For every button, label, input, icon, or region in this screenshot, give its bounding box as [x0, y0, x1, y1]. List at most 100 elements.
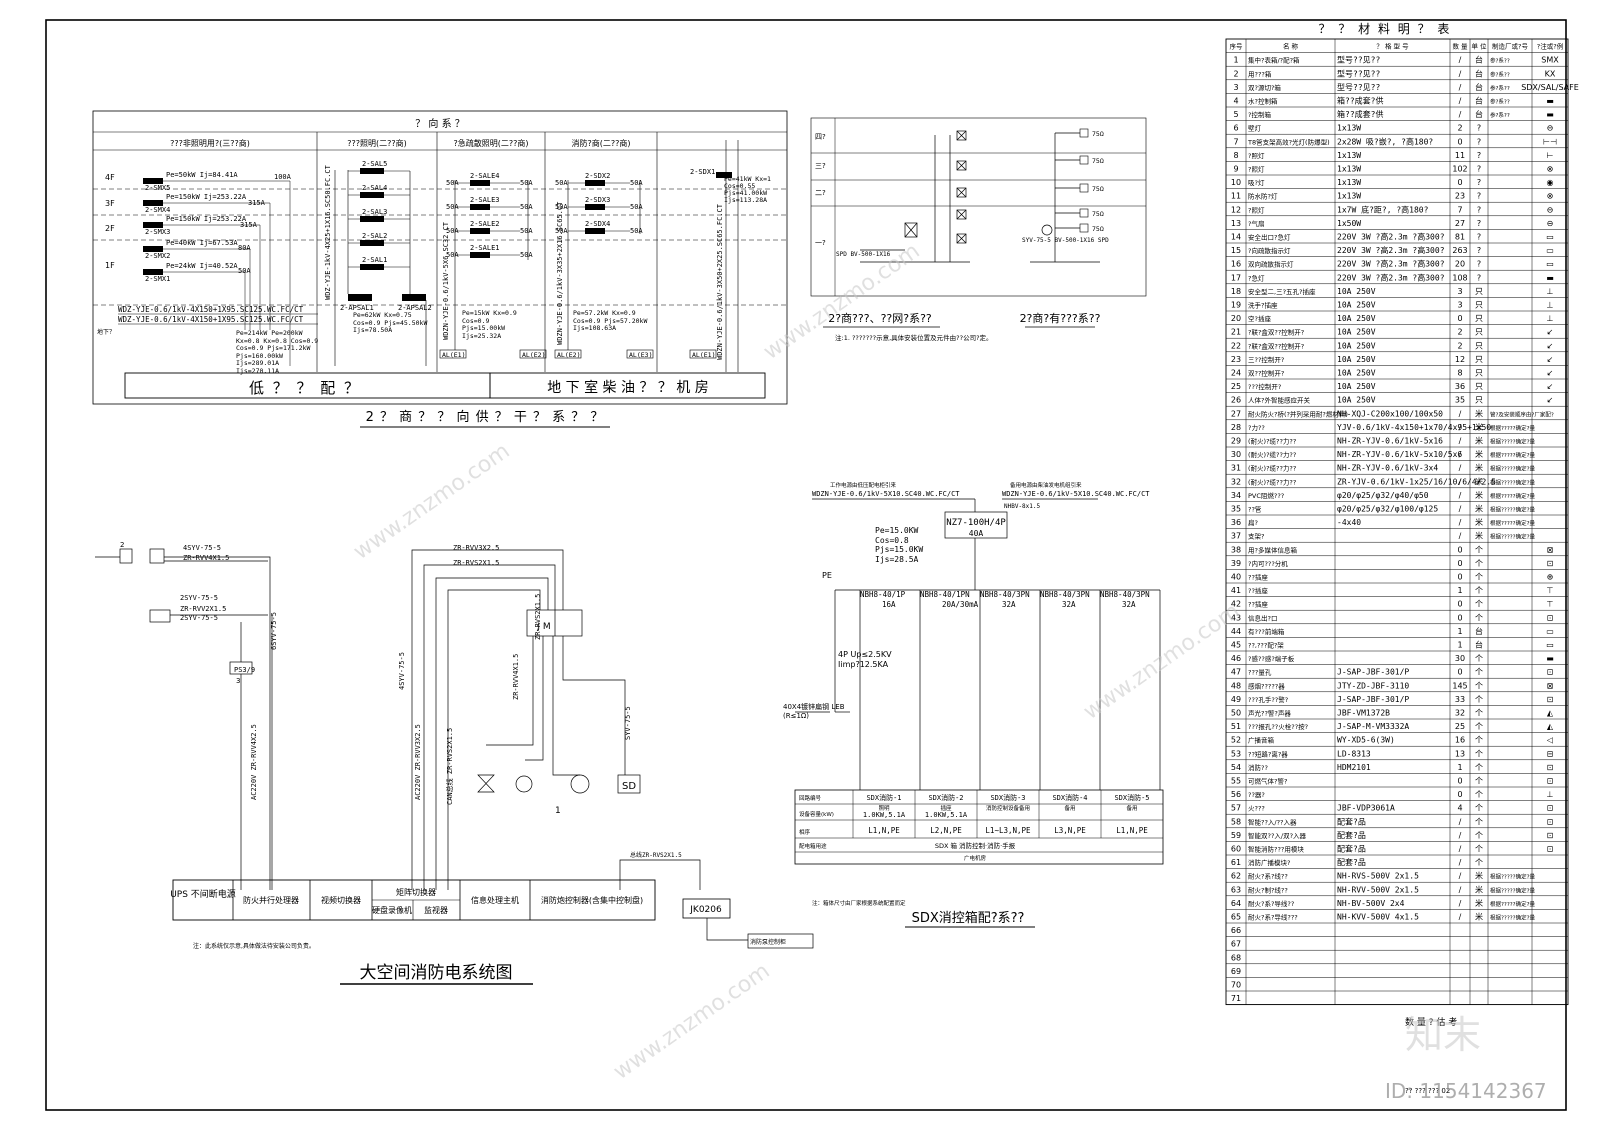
bom-cell: ?感??感?端子板	[1248, 654, 1295, 663]
bom-cell: LD-8313	[1337, 749, 1371, 758]
bom-cell: 102	[1452, 165, 1467, 174]
spd-left: SPD BV-500-1X16	[836, 251, 891, 258]
riser-tag: AL(E1)	[692, 351, 715, 359]
bom-cell: ▬	[1546, 654, 1554, 663]
bom-cell: ?	[1477, 151, 1481, 160]
bom-cell: ⊥	[1547, 301, 1554, 310]
bom-cell: φ20/φ25/φ32/φ100/φ125	[1337, 505, 1438, 514]
bom-cell: ▭	[1546, 627, 1554, 636]
bom-cell: /	[1459, 845, 1462, 854]
sdx-phase: L2,N,PE	[930, 826, 962, 835]
bom-cell: 管?及安装顺序由?厂家配?	[1490, 410, 1554, 418]
watermark-site-3: www.znzmo.com	[1079, 599, 1244, 725]
sdx-use: 照明	[878, 805, 890, 812]
bom-cell: 2	[1457, 341, 1462, 350]
bom-cell: ??,???配?架	[1248, 642, 1284, 650]
bom-cell: ⊡	[1547, 559, 1554, 568]
smx2-breaker: 80A	[238, 244, 251, 252]
bom-cell: 根据?????确定?量	[1490, 533, 1536, 541]
bom-cell: 只	[1475, 301, 1483, 310]
bom-cell: ⊢	[1547, 151, 1554, 160]
bom-cell: 220V 3W ?高2.3m ?高300?	[1337, 232, 1445, 242]
num-1: 1	[555, 806, 561, 816]
bom-cell: 108	[1452, 273, 1467, 282]
bom-cell: ▬	[1546, 97, 1554, 106]
sdx-breaker-in: 50A	[555, 179, 568, 187]
bom-cell: ?	[1477, 137, 1481, 146]
bom-cell: ▭	[1546, 260, 1554, 269]
fire-cable-label: 4SYV-75-5	[183, 544, 221, 552]
bom-cell: /	[1459, 831, 1462, 840]
bom-cell: 11	[1455, 151, 1465, 160]
weak-note: 注:1. ???????示意,具体安装位置及元件由??公司?定。	[835, 333, 993, 342]
bom-cell: JTY-ZD-JBF-3110	[1337, 681, 1409, 690]
jk-cable: 总线ZR-RVS2X1.5	[630, 851, 682, 859]
sdx-breaker-model: NBH8-40/1P	[860, 590, 906, 599]
sdx-breaker-rating: 16A	[882, 600, 896, 609]
bom-cell: 用?多媒体信息箱	[1248, 545, 1297, 554]
sdx-table-rowhead: 回路编号	[799, 794, 822, 802]
bom-cell: 10	[1231, 178, 1241, 187]
bom-cell: 20	[1231, 314, 1241, 323]
sdx-caption: SDX消控箱配?系??	[912, 910, 1025, 926]
bom-cell: 安全型二,三?五孔?插座	[1248, 287, 1316, 296]
sdx-breaker-rating: 32A	[1122, 600, 1136, 609]
bom-cell: 个	[1475, 600, 1483, 609]
bom-cell: ?	[1477, 205, 1481, 214]
riser-caption: 2 ？ 商 ？ ？ 向 供 ？ 干 ？ 系 ？ ？	[366, 409, 605, 425]
bom-cell: 61	[1231, 858, 1241, 867]
sdx-box	[585, 204, 605, 210]
bom-cell: 49	[1231, 695, 1241, 704]
fire-cable-label: ZR-RVV4X1.5	[183, 554, 229, 562]
bom-cell: ??插座	[1248, 600, 1268, 609]
sale-box	[470, 252, 490, 258]
riser-header-title: ？ 向 系 ？	[415, 117, 465, 130]
bom-cell: ⊡	[1547, 831, 1554, 840]
bom-cell: ⊤	[1547, 600, 1554, 609]
bom-cell: 10A 250V	[1337, 301, 1376, 310]
smx4-load: Pe=150kW Ij=253.22A	[166, 193, 247, 201]
sal-label: 2-SAL1	[362, 256, 387, 264]
col1-totals: Pe=214kW Pe=200kW Kx=0.8 Kx=0.8 Cos=0.9 …	[236, 330, 319, 375]
bom-cell: 0	[1457, 137, 1462, 146]
num-3: 3	[236, 677, 240, 685]
bom-cell: ⊥	[1547, 287, 1554, 296]
sdx-earth: 40X4镀锌扁钢 LEB (R≤1Ω)	[783, 703, 845, 720]
bom-cell: ?	[1477, 246, 1481, 255]
bom-cell: J-SAP-M-VM3332A	[1337, 722, 1409, 731]
bom-cell: 个	[1475, 763, 1483, 772]
bom-cell: 0	[1457, 777, 1462, 786]
weak-row-2: 二?	[815, 189, 826, 197]
bom-cell: 33	[1455, 695, 1465, 704]
bom-cell: 根据?????确定?量	[1490, 519, 1536, 527]
bom-cell: 53	[1231, 749, 1241, 758]
sdx-load: Pe=15.0KW Cos=0.8 Pjs=15.0KW Ijs=28.5A	[875, 526, 924, 564]
bom-cell: 43	[1231, 613, 1241, 622]
bom-cell: ???孔手??警?	[1248, 695, 1288, 704]
col4-load: Pe=57.2kW Kx=0.9 Cos=0.9 Pjs=57.20kW Ijs…	[573, 310, 648, 332]
bom-cell: 34	[1231, 491, 1241, 500]
bom-cell: ?	[1477, 233, 1481, 242]
fire-cable-label: 2SYV-75-5	[180, 614, 218, 622]
sdx-table-rowhead: 设备容量(kW)	[799, 810, 834, 818]
tv-outlet-label: 75Ω	[1092, 185, 1104, 193]
bom-cell: ⊤	[1547, 586, 1554, 595]
bom-cell: φ20/φ25/φ32/φ40/φ50	[1337, 491, 1429, 500]
bom-cell: 32	[1231, 477, 1241, 486]
bom-cell: /	[1459, 56, 1462, 65]
bom-cell: /	[1459, 97, 1462, 106]
bom-cell: 用???箱	[1248, 69, 1272, 78]
bom-cell: (耐火)?缆??力??	[1248, 450, 1296, 459]
bom-cell: 个	[1475, 736, 1483, 745]
sal-box	[360, 264, 384, 270]
bom-cell: 三??控制开?	[1248, 355, 1284, 364]
bom-cell: 63	[1231, 885, 1241, 894]
bom-cell: NH-XQJ-C200x100/100x50	[1337, 409, 1443, 418]
bom-cell: 17	[1231, 273, 1241, 282]
fire-cable-label: 6SYV-75-5	[270, 612, 278, 650]
bom-cell: 扁?	[1248, 518, 1258, 527]
bom-cell: 58	[1231, 817, 1241, 826]
bom-title: ？ ？ 材 料 明 ？ 表	[1319, 22, 1452, 36]
bom-cell: /	[1459, 477, 1462, 486]
bom-cell: 16	[1455, 736, 1465, 745]
